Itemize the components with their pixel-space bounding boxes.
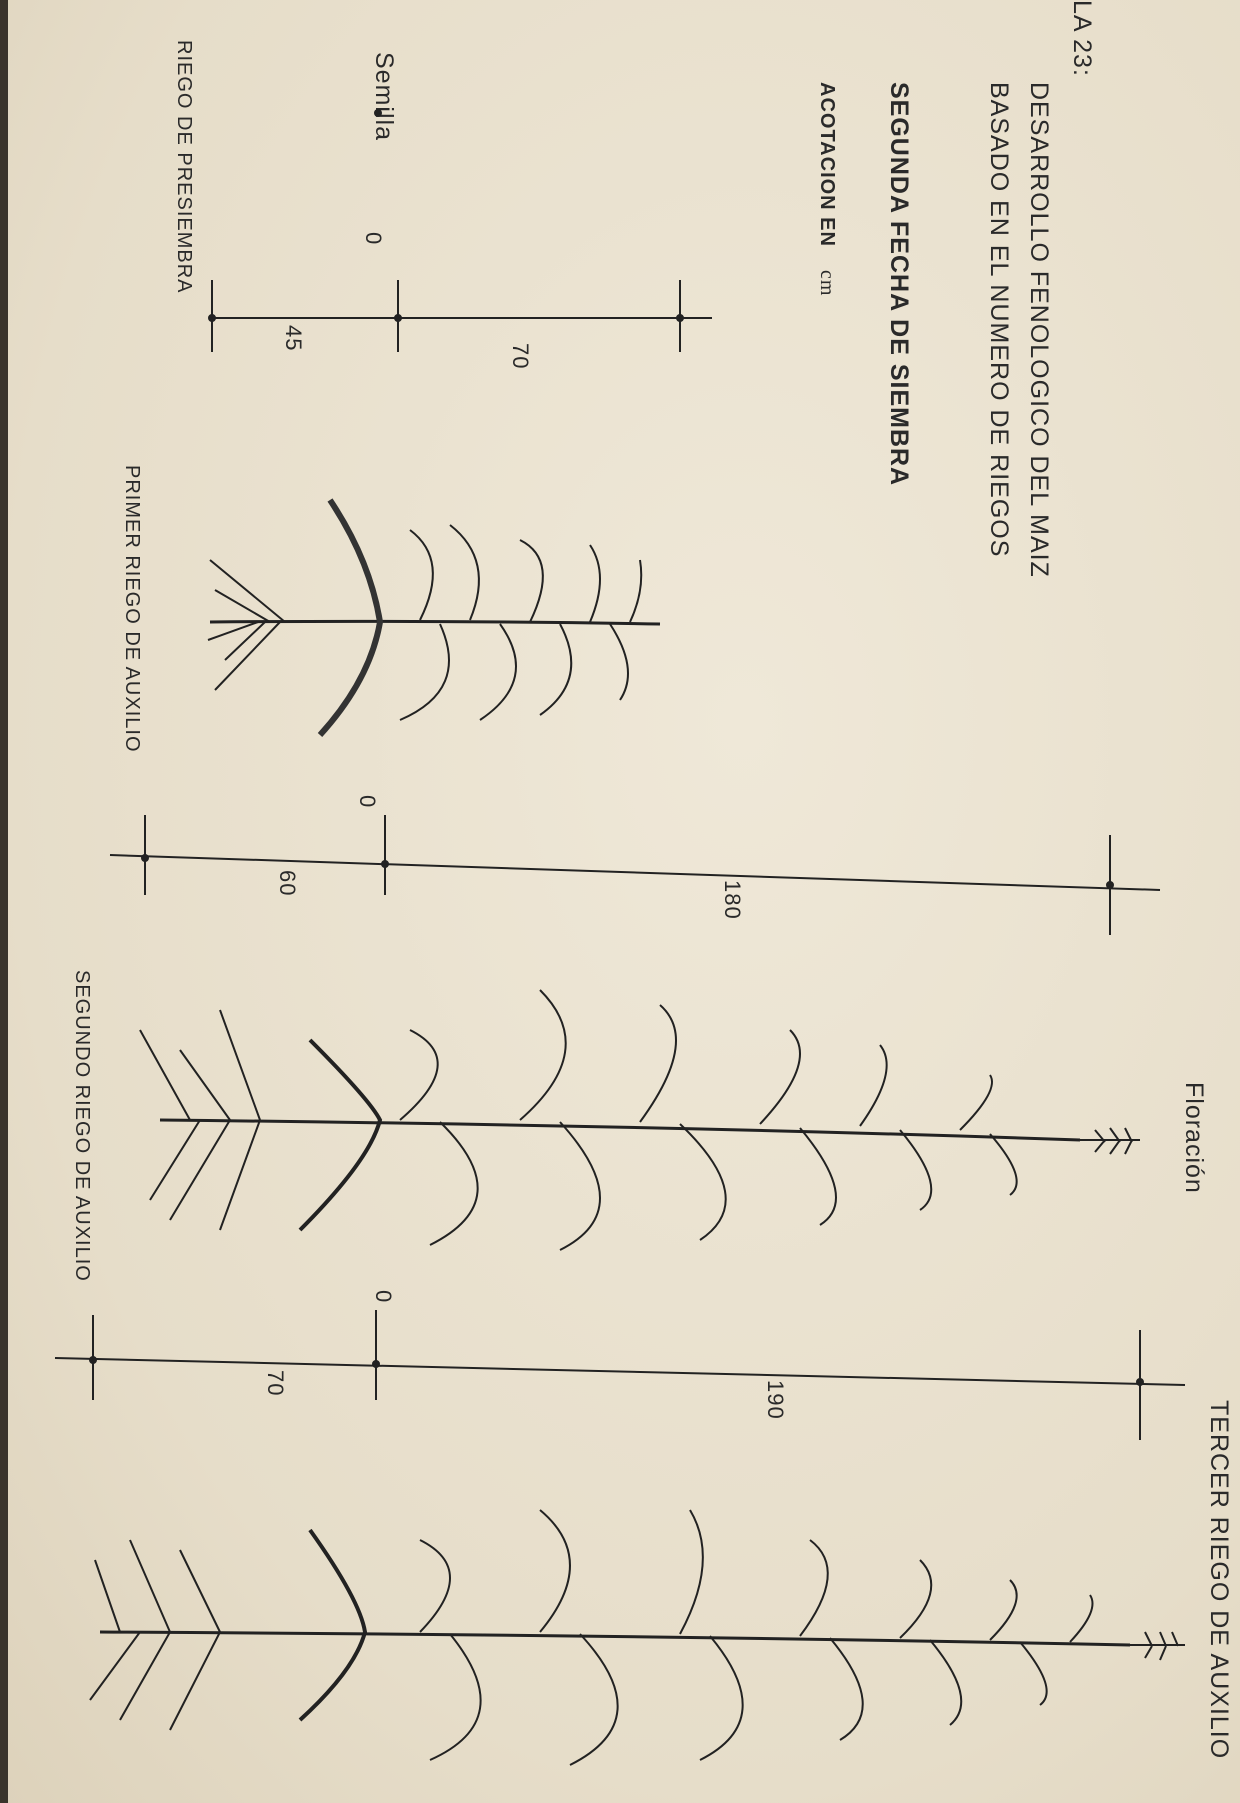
seed-icon [374, 109, 382, 117]
scale-bar-presiembra [209, 280, 712, 352]
maize-plant-mature [90, 1510, 1185, 1765]
maize-plant-seedling [208, 500, 660, 735]
scale-bar-segundo-riego [55, 1310, 1185, 1440]
scale-bar-primer-riego [110, 815, 1160, 935]
maize-plant-flowering [140, 990, 1140, 1250]
